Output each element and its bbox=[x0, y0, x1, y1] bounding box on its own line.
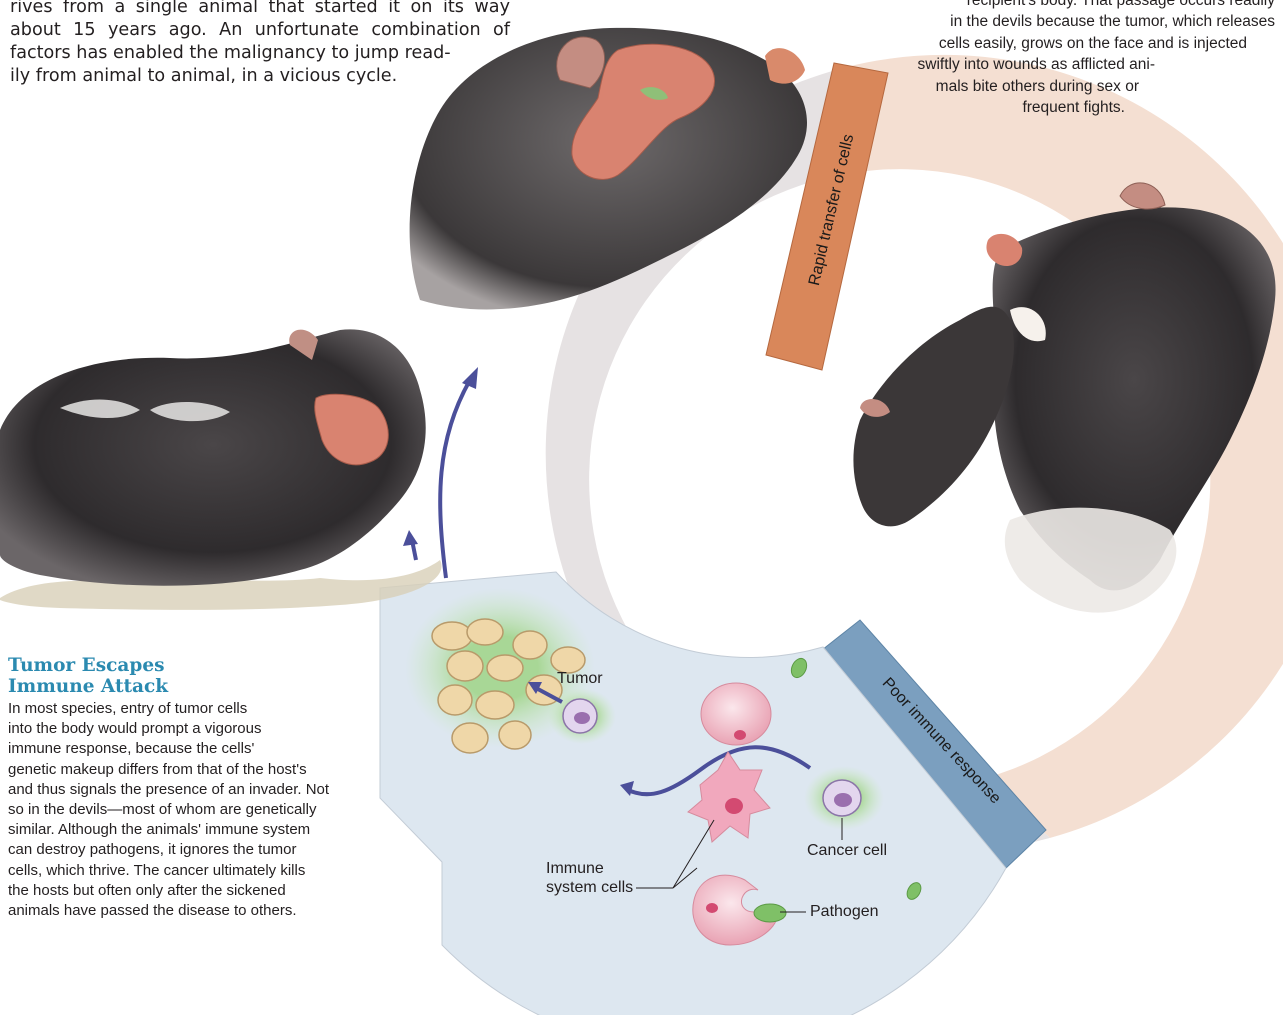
tumor-cell bbox=[452, 723, 488, 753]
caption-line: in the devils because the tumor, which r… bbox=[860, 11, 1275, 32]
tumor-cell bbox=[467, 619, 503, 645]
tumor-cell bbox=[432, 622, 472, 650]
pathogen-label: Pathogen bbox=[810, 903, 879, 921]
intro-line: ily from animal to animal, in a vicious … bbox=[10, 65, 510, 88]
cancer-cell-label: Cancer cell bbox=[807, 842, 887, 860]
body-line: genetic makeup differs from that of the … bbox=[8, 760, 368, 780]
body-line: into the body would prompt a vigorous bbox=[8, 719, 368, 739]
tumor-cell bbox=[499, 721, 531, 749]
caption-line: recipient's body. That passage occurs re… bbox=[860, 0, 1275, 11]
tumor-cell bbox=[438, 685, 472, 715]
body-line: and thus signals the presence of an inva… bbox=[8, 780, 368, 800]
caption-line: frequent fights. bbox=[860, 97, 1275, 118]
immune-cells-label-line1: Immune bbox=[546, 860, 604, 878]
devil-sick-illustration bbox=[0, 329, 442, 610]
body-line: In most species, entry of tumor cells bbox=[8, 699, 368, 719]
heading-line: Immune Attack bbox=[8, 676, 168, 697]
tumor-cell bbox=[447, 651, 483, 681]
body-line: can destroy pathogens, it ignores the tu… bbox=[8, 840, 368, 860]
tumor-escapes-heading: Tumor Escapes Immune Attack bbox=[8, 655, 168, 697]
cancer-cell-origin bbox=[804, 766, 884, 830]
body-line: so in the devils—most of whom are geneti… bbox=[8, 800, 368, 820]
intro-text: rives from a single animal that started … bbox=[10, 0, 510, 88]
intro-line: factors has enabled the malignancy to ju… bbox=[10, 42, 510, 65]
intro-line: rives from a single animal that started … bbox=[10, 0, 510, 19]
body-line: the hosts but often only after the sicke… bbox=[8, 881, 368, 901]
tumor-label: Tumor bbox=[557, 670, 603, 688]
pathogen-shape bbox=[754, 904, 786, 922]
rapid-transfer-caption: recipient's body. That passage occurs re… bbox=[860, 0, 1275, 118]
heading-line: Tumor Escapes bbox=[8, 655, 168, 676]
cancer-cell-migrating bbox=[548, 688, 616, 744]
tumor-cell bbox=[476, 691, 514, 719]
immune-cell-round bbox=[701, 683, 771, 745]
caption-line: cells easily, grows on the face and is i… bbox=[860, 33, 1275, 54]
caption-line: mals bite others during sex or bbox=[860, 76, 1275, 97]
body-line: immune response, because the cells' bbox=[8, 739, 368, 759]
body-line: animals have passed the disease to other… bbox=[8, 901, 368, 921]
tumor-cell bbox=[487, 655, 523, 681]
body-line: similar. Although the animals' immune sy… bbox=[8, 820, 368, 840]
tumor-escapes-body: In most species, entry of tumor cells in… bbox=[8, 699, 368, 921]
caption-line: swiftly into wounds as afflicted ani- bbox=[860, 54, 1275, 75]
intro-line: about 15 years ago. An unfortunate combi… bbox=[10, 19, 510, 42]
tumor-cell bbox=[513, 631, 547, 659]
immune-cells-label-line2: system cells bbox=[546, 879, 633, 897]
body-line: cells, which thrive. The cancer ultimate… bbox=[8, 861, 368, 881]
